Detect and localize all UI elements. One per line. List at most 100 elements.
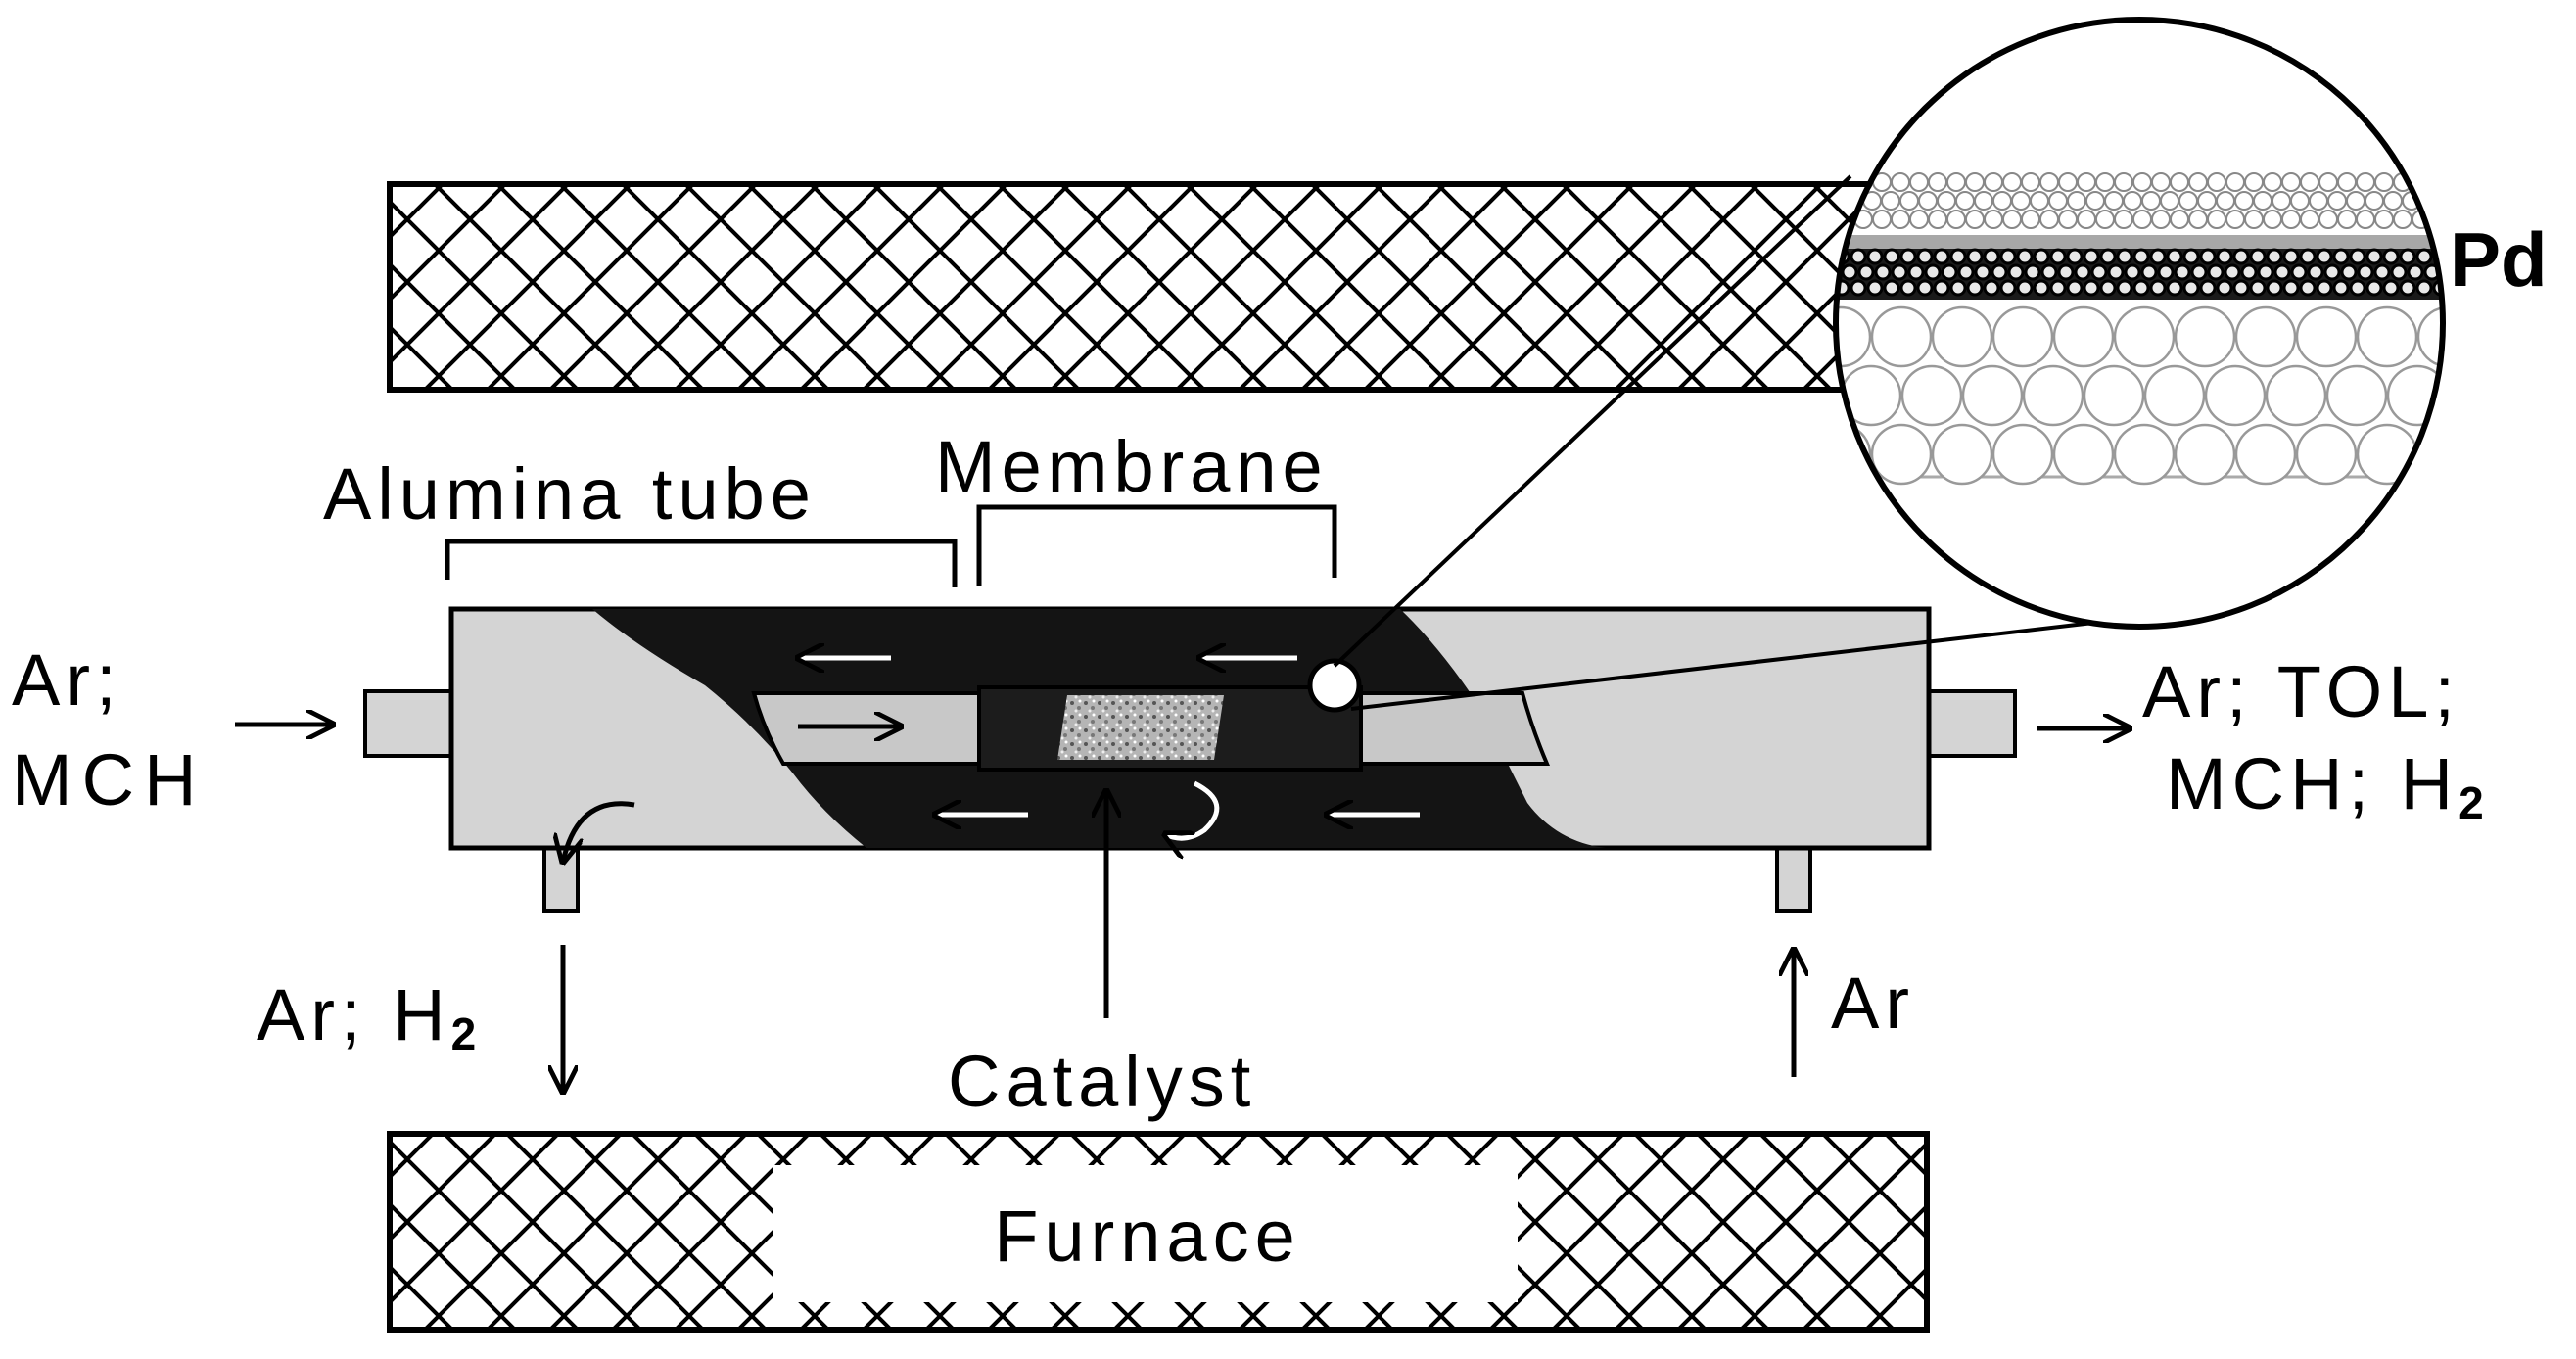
intermediate-grain [2415,248,2433,265]
intermediate-grain [2049,248,2067,265]
furnace-bottom-block: Furnace [387,1131,1930,1333]
intermediate-grain [1850,248,1867,265]
fine-grain [2067,191,2086,211]
intermediate-grain [1866,248,1884,265]
fine-grain [2318,172,2338,192]
support-grain [1836,423,1872,486]
fine-grain [1965,210,1985,229]
intermediate-grain [2140,263,2158,281]
fine-grain [1928,172,1947,192]
fine-grain [2253,191,2272,211]
intermediate-grain [2132,248,2150,265]
intermediate-grain [2307,263,2324,281]
support-grain [1870,305,1933,368]
fine-grain [2207,172,2226,192]
intermediate-grain [2349,248,2366,265]
pd-layer-label: Pd [2450,216,2548,303]
intermediate-grain [2149,279,2167,297]
fine-grain [1937,191,1956,211]
catalyst-label: Catalyst [948,1041,1256,1122]
support-grain [2356,305,2418,368]
fine-grain [2263,210,2282,229]
intermediate-grain [1999,279,2017,297]
intermediate-grain [2182,248,2200,265]
outlet-label-line1: Ar; TOL; [2142,651,2460,732]
support-grain [1931,305,1993,368]
intermediate-grain [2090,263,2108,281]
support-grain [2113,305,2176,368]
intermediate-grain [2066,279,2084,297]
internal-flow-arrows [798,658,1420,838]
fine-grain [1946,172,1966,192]
support-grain [2295,305,2358,368]
fine-grain [2039,172,2059,192]
intermediate-grain [2232,248,2250,265]
fine-grain [2114,210,2133,229]
intermediate-grain [2024,263,2041,281]
fine-grain [2095,172,2115,192]
intermediate-grain [2382,248,2400,265]
fine-grain [2141,191,2161,211]
intermediate-grain [2040,263,2058,281]
inlet-nozzle [363,689,453,758]
intermediate-grain [2299,248,2317,265]
fine-grain [2058,210,2078,229]
permeate-swirl-arrow [563,801,635,862]
support-grain [1900,364,1963,427]
fine-grain [2225,210,2245,229]
fine-grain [2048,191,2068,211]
intermediate-grain [1966,248,1984,265]
intermediate-grain [1949,279,1967,297]
fine-grain [1891,210,1910,229]
intermediate-grain [2224,263,2241,281]
intermediate-grain [2099,279,2117,297]
fine-grain [2170,210,2189,229]
intermediate-grain [2266,279,2283,297]
intermediate-grain [2373,263,2391,281]
furnace-top-block [387,181,2037,393]
intermediate-grain [2249,279,2267,297]
fine-grain [2151,210,2171,229]
intermediate-grain [1850,279,1867,297]
support-grain [2234,423,2297,486]
intermediate-grain [2399,279,2416,297]
alumina-tube-bracket [445,539,958,587]
intermediate-grain [2016,248,2034,265]
fine-grain [2095,210,2115,229]
fine-grain [2225,172,2245,192]
fine-grain [1928,210,1947,229]
intermediate-grain [2099,248,2117,265]
fine-grain [2309,191,2328,211]
intermediate-grain [1891,263,1908,281]
fine-grain [2085,191,2105,211]
intermediate-grain [2166,279,2183,297]
fine-grain [2337,210,2357,229]
support-grain [2052,305,2115,368]
furnace-label: Furnace [994,1195,1300,1277]
intermediate-grain [2399,248,2416,265]
fine-grain [2114,172,2133,192]
intermediate-grain [2365,279,2383,297]
fine-grain [2439,191,2443,211]
intermediate-grain [2216,248,2233,265]
fine-grain [2430,172,2443,192]
intermediate-grain [1983,279,2000,297]
fine-grain [1891,172,1910,192]
fine-grain [2337,172,2357,192]
support-grain [2113,423,2176,486]
intermediate-grain [1899,248,1917,265]
intermediate-grain [2049,279,2067,297]
permeate-label-main: Ar; H [257,974,451,1055]
intermediate-grain [2266,248,2283,265]
sweep-label: Ar [1831,962,1915,1044]
fine-grain [2188,172,2208,192]
fine-grain [2281,210,2301,229]
intermediate-grain [1883,279,1900,297]
fine-grain [2300,172,2319,192]
intermediate-grain [2390,263,2408,281]
fine-grain [2346,191,2365,211]
fine-grain [2365,191,2384,211]
intermediate-grain [2033,248,2050,265]
membrane-label: Membrane [935,426,1329,507]
pd-metal-layer [1836,235,2443,249]
